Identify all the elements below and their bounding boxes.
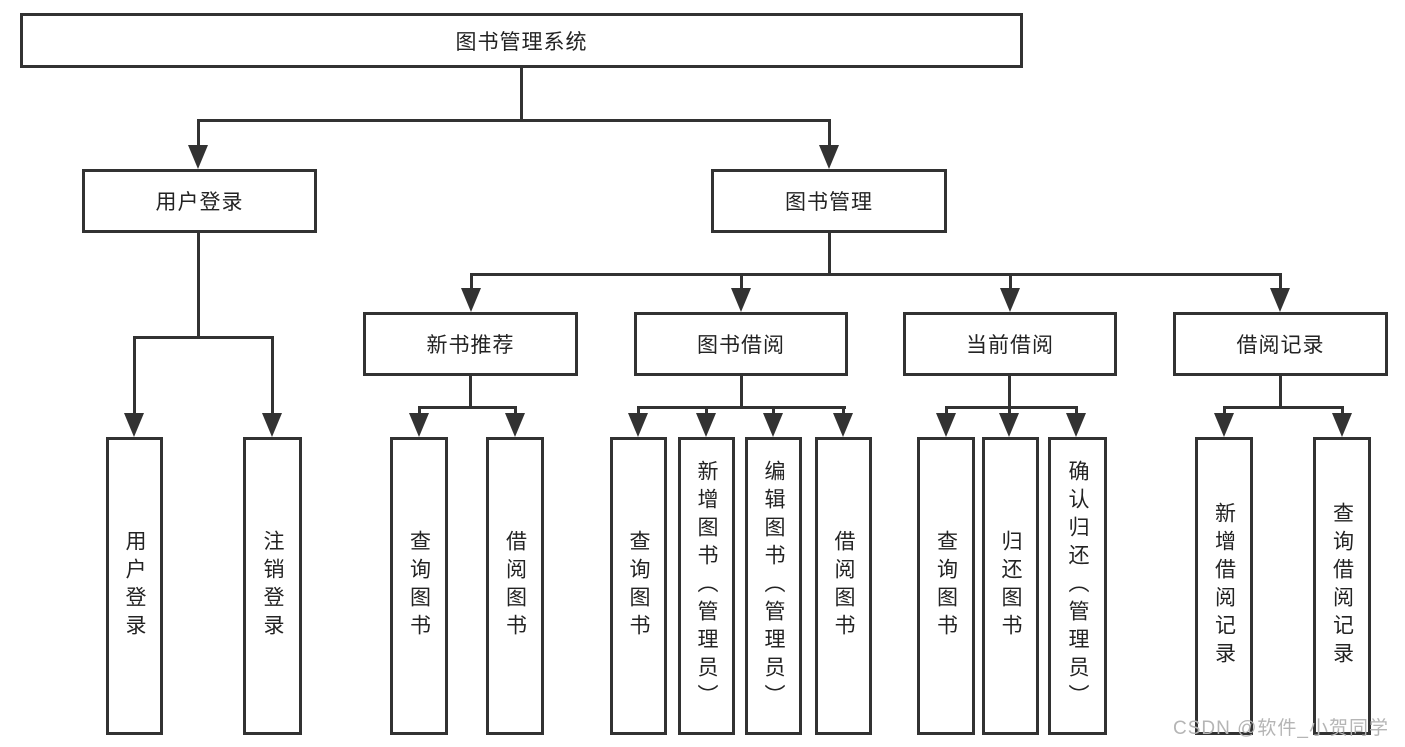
connector-line xyxy=(1223,406,1344,409)
node-user-login: 用户登录 xyxy=(82,169,317,233)
leaf-label: 查询图书 xyxy=(627,530,650,642)
csdn-watermark: CSDN @软件_小贺同学 xyxy=(1173,718,1389,739)
connector-line xyxy=(133,336,274,339)
arrow-down-icon xyxy=(763,413,783,437)
arrow-down-icon xyxy=(409,413,429,437)
connector-line xyxy=(469,375,472,409)
connector-line xyxy=(637,406,640,417)
connector-line xyxy=(197,233,200,339)
connector-line xyxy=(1075,406,1078,417)
node-current-borrow: 当前借阅 xyxy=(903,312,1117,376)
arrow-down-icon xyxy=(262,413,282,437)
connector-line xyxy=(197,119,200,148)
leaf-label: 借阅图书 xyxy=(503,530,527,642)
arrow-down-icon xyxy=(1332,413,1352,437)
leaf-user-login: 用户登录 xyxy=(106,437,163,735)
leaf-label: 查询借阅记录 xyxy=(1330,502,1354,670)
arrow-down-icon xyxy=(461,288,481,312)
arrow-down-icon xyxy=(124,413,144,437)
leaf-add-borrow-record: 新增借阅记录 xyxy=(1195,437,1253,735)
connector-line xyxy=(705,406,708,417)
connector-line xyxy=(1223,406,1226,417)
connector-line xyxy=(828,233,831,275)
arrow-down-icon xyxy=(505,413,525,437)
leaf-label: 归还图书 xyxy=(999,530,1022,642)
leaf-query-borrow-record: 查询借阅记录 xyxy=(1313,437,1371,735)
arrow-down-icon xyxy=(936,413,956,437)
node-label: 借阅记录 xyxy=(1236,334,1325,357)
connector-line xyxy=(271,336,274,415)
connector-line xyxy=(740,273,743,292)
leaf-return-books: 归还图书 xyxy=(982,437,1039,735)
leaf-add-book-admin: 新增图书（管理员） xyxy=(678,437,735,735)
arrow-down-icon xyxy=(696,413,716,437)
node-book-management: 图书管理 xyxy=(711,169,947,233)
arrow-down-icon xyxy=(999,413,1019,437)
node-borrow-records: 借阅记录 xyxy=(1173,312,1388,376)
leaf-label: 新增借阅记录 xyxy=(1212,502,1236,670)
connector-line xyxy=(133,336,136,415)
arrow-down-icon xyxy=(1270,288,1290,312)
leaf-label: 新增图书（管理员） xyxy=(695,460,718,712)
arrow-down-icon xyxy=(819,145,839,169)
leaf-edit-book-admin: 编辑图书（管理员） xyxy=(745,437,802,735)
leaf-query-books-recommend: 查询图书 xyxy=(390,437,448,735)
connector-line xyxy=(740,375,743,409)
connector-line xyxy=(520,68,523,121)
node-label: 当前借阅 xyxy=(966,334,1054,357)
connector-line xyxy=(1008,375,1011,409)
node-label: 图书借阅 xyxy=(697,334,785,357)
connector-line xyxy=(1279,273,1282,292)
connector-line xyxy=(842,406,845,417)
leaf-query-books-current: 查询图书 xyxy=(917,437,975,735)
connector-line xyxy=(945,406,948,417)
arrow-down-icon xyxy=(628,413,648,437)
leaf-label: 编辑图书（管理员） xyxy=(762,460,785,712)
leaf-label: 确认归还（管理员） xyxy=(1066,460,1089,712)
connector-line xyxy=(514,406,517,417)
leaf-query-books-borrow: 查询图书 xyxy=(610,437,667,735)
connector-line xyxy=(1009,273,1012,292)
node-new-book-recommend: 新书推荐 xyxy=(363,312,578,376)
connector-line xyxy=(945,406,1078,409)
leaf-label: 查询图书 xyxy=(407,530,431,642)
connector-line xyxy=(418,406,517,409)
arrow-down-icon xyxy=(1000,288,1020,312)
connector-line xyxy=(637,406,846,409)
connector-line xyxy=(470,273,1282,276)
node-label: 图书管理 xyxy=(785,191,873,214)
connector-line xyxy=(828,119,831,148)
node-book-borrow: 图书借阅 xyxy=(634,312,848,376)
arrow-down-icon xyxy=(1214,413,1234,437)
connector-line xyxy=(772,406,775,417)
leaf-label: 用户登录 xyxy=(123,530,146,642)
connector-line xyxy=(418,406,421,417)
node-label: 新书推荐 xyxy=(426,334,515,357)
arrow-down-icon xyxy=(188,145,208,169)
arrow-down-icon xyxy=(731,288,751,312)
node-label: 用户登录 xyxy=(155,191,244,214)
connector-line xyxy=(197,119,831,122)
leaf-label: 注销登录 xyxy=(261,530,284,642)
connector-line xyxy=(1279,375,1282,409)
leaf-confirm-return-admin: 确认归还（管理员） xyxy=(1048,437,1107,735)
leaf-borrow-books: 借阅图书 xyxy=(815,437,872,735)
leaf-label: 借阅图书 xyxy=(832,530,855,642)
node-library-system: 图书管理系统 xyxy=(20,13,1023,68)
connector-line xyxy=(1008,406,1011,417)
leaf-borrow-books-recommend: 借阅图书 xyxy=(486,437,544,735)
arrow-down-icon xyxy=(833,413,853,437)
connector-line xyxy=(1341,406,1344,417)
node-label: 图书管理系统 xyxy=(455,30,588,54)
arrow-down-icon xyxy=(1066,413,1086,437)
connector-line xyxy=(470,273,473,292)
leaf-logout: 注销登录 xyxy=(243,437,302,735)
leaf-label: 查询图书 xyxy=(934,530,958,642)
